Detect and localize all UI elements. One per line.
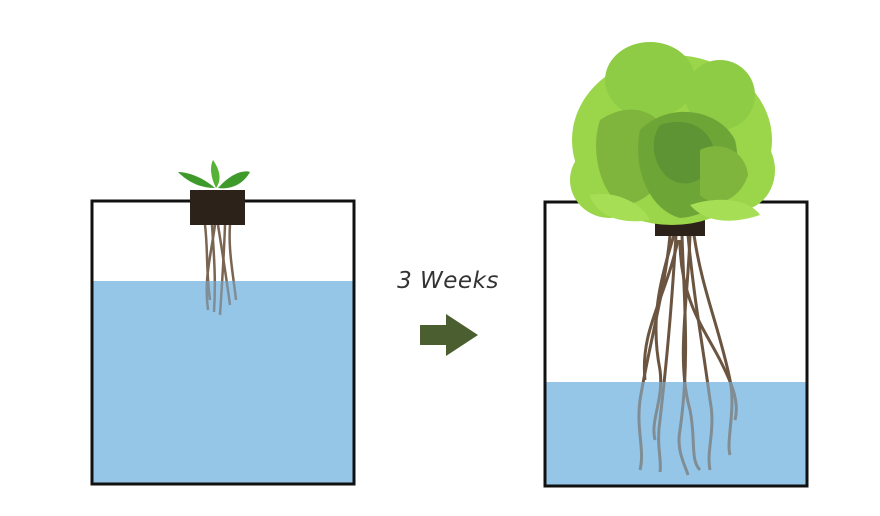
seedling-tank [90, 160, 356, 486]
water-overlay-right [545, 382, 807, 486]
arrow-right-icon [420, 314, 478, 356]
water-left [92, 281, 354, 484]
water-overlay-left [92, 281, 354, 484]
rockwool-cube [190, 190, 245, 225]
seedling-leaves [178, 160, 250, 189]
seedling-roots [203, 224, 238, 316]
lettuce-head [570, 42, 775, 225]
duration-label: 3 Weeks [397, 268, 499, 294]
lettuce-tank [543, 42, 809, 488]
